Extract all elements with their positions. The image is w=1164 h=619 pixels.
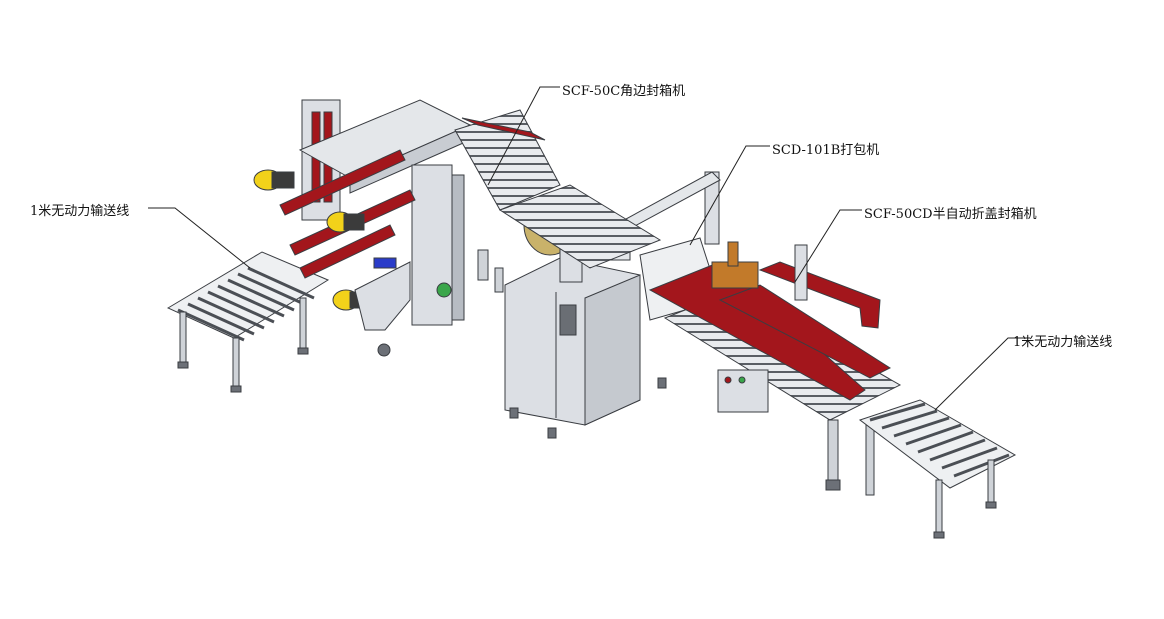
label-semi-auto-sealer: SCF-50CD半自动折盖封箱机	[864, 207, 1037, 222]
leader-conveyor-left	[148, 207, 251, 269]
leader-conveyor-right	[934, 337, 1030, 411]
leader-semi-auto-sealer	[794, 209, 862, 283]
label-corner-sealer: SCF-50C角边封箱机	[562, 84, 686, 99]
left-conveyor	[166, 251, 330, 393]
label-strapping-machine: SCD-101B打包机	[772, 143, 880, 158]
label-conveyor-right: 1米无动力输送线	[1013, 335, 1113, 350]
leader-corner-sealer	[487, 86, 560, 186]
semi-auto-sealer-machine	[639, 237, 902, 496]
right-conveyor	[858, 399, 1017, 539]
leader-lines	[148, 86, 1030, 411]
leader-strapping-machine	[689, 145, 770, 246]
corner-sealer-machine	[253, 99, 561, 357]
strapping-machine	[498, 171, 721, 439]
label-conveyor-left: 1米无动力输送线	[30, 204, 130, 219]
